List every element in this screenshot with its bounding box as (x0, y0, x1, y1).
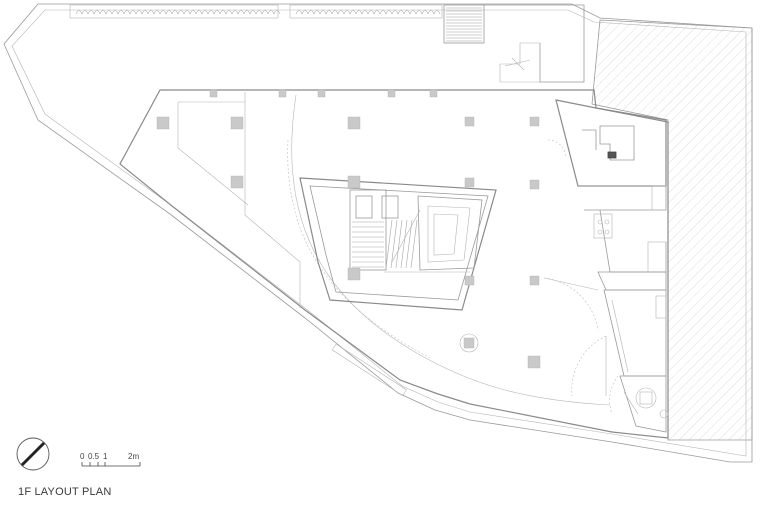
curved-facade (291, 94, 611, 406)
round-features (459, 333, 479, 353)
door-swings (543, 277, 619, 415)
bench (331, 343, 407, 397)
scale-label-half: 0.5 (88, 452, 100, 461)
north-arrow-icon (16, 437, 50, 471)
site-boundary-inner (11, 9, 747, 457)
scale-label-0: 0 (80, 452, 85, 461)
top-stair (443, 4, 585, 83)
planter-row-right (289, 4, 443, 19)
building-outline (119, 89, 669, 439)
curved-facade-dash (287, 139, 431, 359)
site-boundary (3, 3, 753, 463)
service-rooms (547, 99, 669, 433)
central-stair-core (299, 177, 497, 311)
scale-label-1: 1 (103, 452, 108, 461)
structural-columns (156, 89, 541, 369)
terrace-edge (244, 102, 301, 308)
scale-bar: 0 0.5 1 2m (80, 452, 141, 467)
planter-row-left (69, 4, 279, 19)
planter-marks (75, 10, 441, 15)
plan-caption: 1F LAYOUT PLAN (18, 486, 112, 498)
hatched-boundary-zone (591, 19, 753, 441)
scale-label-2m: 2m (128, 452, 139, 461)
